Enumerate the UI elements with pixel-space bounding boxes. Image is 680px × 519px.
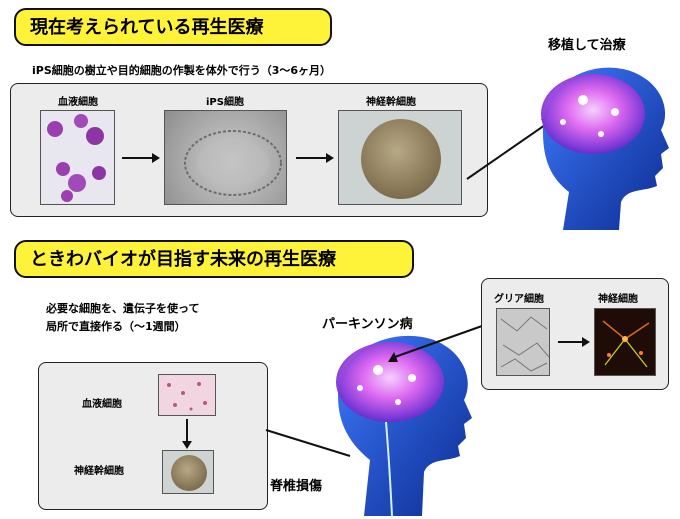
label-glial-cells: グリア細胞 [494,294,544,305]
arrow-glia-to-neuron [558,337,590,347]
glial-cells-photo [496,308,550,376]
parkinson-label: パーキンソン病 [322,317,413,332]
section-future-banner: ときわバイオが目指す未来の再生医療 [14,240,414,278]
label-blood-cells: 血液細胞 [58,97,98,108]
neural-stem-sphere-photo [338,110,462,205]
label-neurons: 神経細胞 [598,294,638,305]
section-future-caption-line2: 局所で直接作る（〜1週間） [46,320,186,333]
arrow-glia-to-brain [388,325,483,362]
tissue-blood-photo [158,374,216,416]
arrow-ips-to-neural [296,153,334,163]
future-neural-sphere-photo [162,450,214,494]
arrow-tissue-to-neural [182,419,192,449]
future-label-blood-cells: 血液細胞 [82,399,122,410]
future-process-box [38,362,268,510]
label-neural-stem-cells: 神経幹細胞 [366,97,416,108]
ips-cell-photo [164,110,287,205]
arrow-blood-to-ips [122,153,160,163]
head-brain-illustration-bottom [336,335,472,517]
section-current-banner: 現在考えられている再生医療 [14,8,332,46]
section-current-caption: iPS細胞の樹立や目的細胞の作製を体外で行う（3〜6ヶ月） [32,64,332,77]
neurons-photo [594,308,656,376]
future-label-neural-stem-cells: 神経幹細胞 [74,466,124,477]
head-brain-illustration-top [541,67,669,230]
transplant-label: 移植して治療 [548,38,626,53]
blood-cell-photo [40,110,115,205]
line-to-spinal-cord [265,429,351,457]
label-ips-cells: iPS細胞 [206,97,244,108]
section-future-caption-line1: 必要な細胞を、遺伝子を使って [46,302,200,315]
spinal-injury-label: 脊椎損傷 [270,479,323,494]
